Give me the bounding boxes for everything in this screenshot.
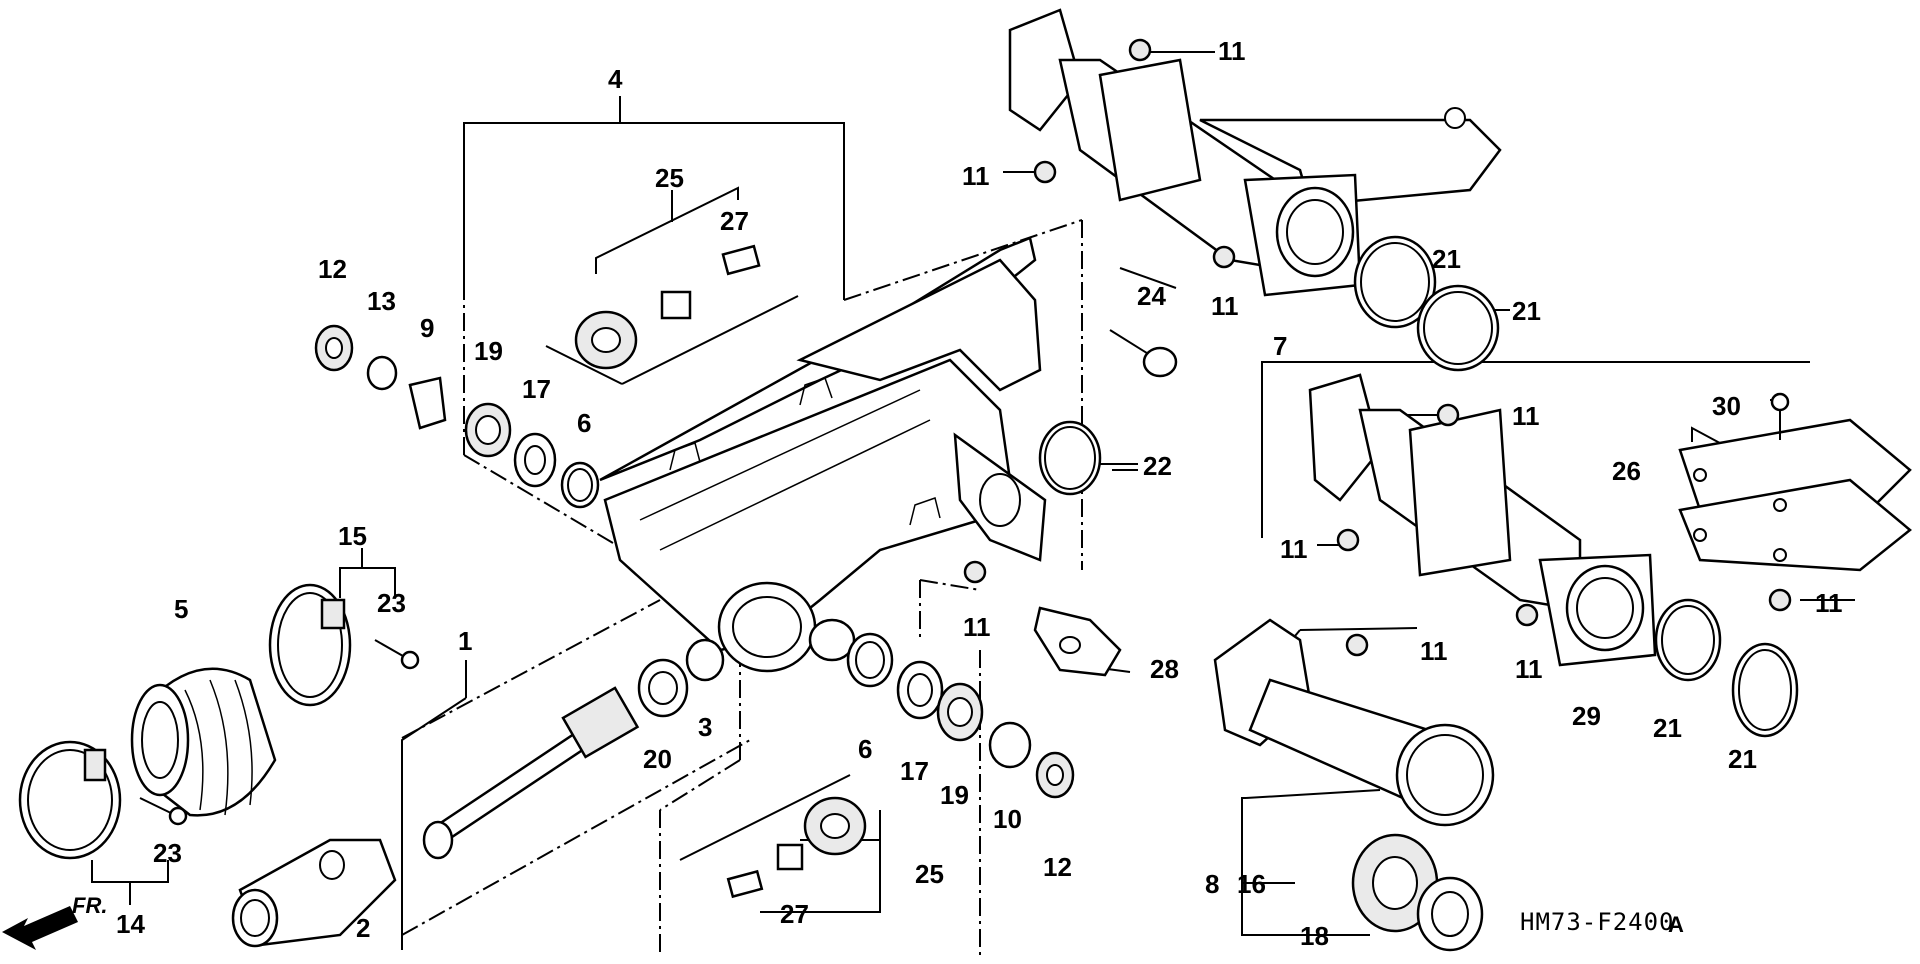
callout-27-lower: 27: [780, 899, 809, 929]
callout-21-b: 21: [1512, 296, 1541, 326]
bearing-16: [1351, 833, 1439, 933]
callout-28: 28: [1150, 654, 1179, 684]
callout-17-lower: 17: [900, 756, 929, 786]
callout-12-lower: 12: [1043, 852, 1072, 882]
callout-19-upper: 19: [474, 336, 503, 366]
callout-11-d: 11: [1512, 401, 1540, 431]
callout-14: 14: [116, 909, 145, 939]
callout-10: 10: [993, 804, 1022, 834]
callout-20: 20: [643, 744, 672, 774]
band-14: [18, 740, 122, 860]
callout-11-a: 11: [1218, 36, 1246, 66]
direction-label: FR.: [72, 893, 107, 918]
bolt-24: [1109, 329, 1178, 378]
callout-11-g: 11: [1420, 636, 1448, 666]
callout-7: 7: [1273, 331, 1287, 361]
callout-23-upper: 23: [377, 588, 406, 618]
callout-11-b: 11: [962, 161, 990, 191]
callout-9: 9: [420, 313, 434, 343]
callout-2: 2: [356, 913, 370, 943]
plate-26: [1678, 392, 1912, 572]
callout-11-c: 11: [1211, 291, 1239, 321]
callout-11-h: 11: [1515, 654, 1543, 684]
swingarm: [599, 236, 1047, 673]
diagram-code-suffix: A: [1668, 912, 1684, 937]
callout-17-upper: 17: [522, 374, 551, 404]
axle-housing-mid: [1308, 373, 1657, 667]
callout-8: 8: [1205, 869, 1219, 899]
axle-tube: [1213, 618, 1495, 827]
small-parts: [314, 324, 1075, 799]
bracket-28: [1033, 606, 1122, 677]
callout-3: 3: [698, 712, 712, 742]
nuts-11: [963, 38, 1792, 657]
callout-6-lower: 6: [858, 734, 872, 764]
callout-12-upper: 12: [318, 254, 347, 284]
callout-30: 30: [1712, 391, 1741, 421]
callout-21-c: 21: [1653, 713, 1682, 743]
callout-18: 18: [1300, 921, 1329, 951]
callout-1: 1: [458, 626, 472, 656]
callout-25-lower: 25: [915, 859, 944, 889]
callout-11-e: 11: [1280, 534, 1308, 564]
orings-21-top: [1353, 235, 1500, 372]
callout-11-swingarm: 11: [963, 612, 991, 642]
callout-25-upper: 25: [655, 163, 684, 193]
callout-27-upper: 27: [720, 206, 749, 236]
callout-23-lower: 23: [153, 838, 182, 868]
seal-18: [1416, 876, 1484, 952]
callout-4: 4: [608, 64, 623, 94]
diagram-code-text: HM73-F2400: [1520, 908, 1675, 936]
callout-19-lower: 19: [940, 780, 969, 810]
callout-21-d: 21: [1728, 744, 1757, 774]
callout-24: 24: [1137, 281, 1166, 311]
callout-11-f: 11: [1815, 588, 1843, 618]
callout-29: 29: [1572, 701, 1601, 731]
bushings: [574, 244, 867, 899]
callout-5: 5: [174, 594, 188, 624]
callout-15: 15: [338, 521, 367, 551]
boot: [130, 667, 277, 817]
drive-shaft: [422, 686, 640, 860]
callout-21-a: 21: [1432, 244, 1461, 274]
callout-6-upper: 6: [577, 408, 591, 438]
band-15: [268, 583, 352, 707]
diagram-code: HM73-F2400 A: [1520, 908, 1684, 937]
screws-23: [139, 639, 420, 826]
oring-22: [1038, 420, 1102, 496]
callout-22: 22: [1143, 451, 1172, 481]
universal-joint: [231, 838, 397, 948]
callouts: 4 25 27 12 13 9 19 17 6 24 22 11 28 11 1…: [116, 36, 1843, 951]
front-direction-arrow: FR.: [2, 893, 107, 950]
callout-13: 13: [367, 286, 396, 316]
orings-21-mid: [1654, 598, 1799, 738]
callout-26: 26: [1612, 456, 1641, 486]
callout-16: 16: [1237, 869, 1266, 899]
